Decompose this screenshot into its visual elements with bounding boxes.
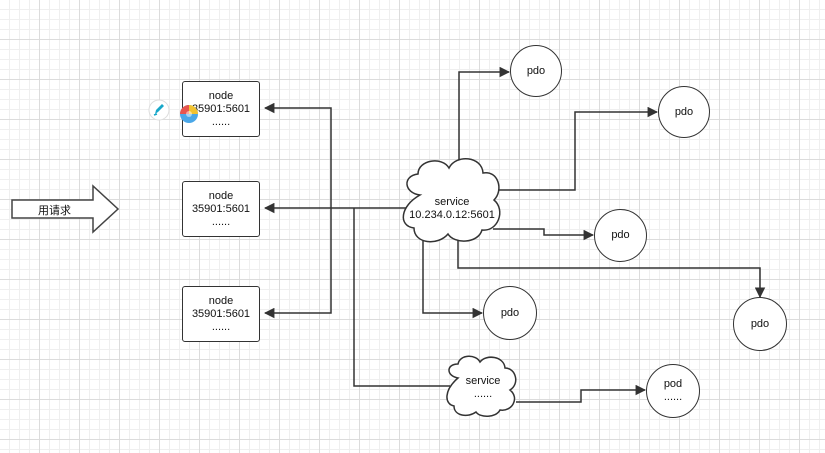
node-box-2[interactable]: node 35901:5601 ...... [182, 181, 260, 237]
main-service-cloud [402, 158, 501, 243]
pod-circle-5[interactable]: pdo [483, 286, 537, 340]
connector-bus-node3 [263, 208, 332, 319]
pod-circle-bottom[interactable]: pod ...... [646, 364, 700, 418]
main-service-address: 10.234.0.12:5601 [409, 209, 495, 221]
connector-service-pod3 [493, 228, 595, 241]
secondary-service-more: ...... [473, 388, 493, 400]
request-arrow-label: 用请求 [38, 205, 71, 217]
node-more: ...... [211, 115, 231, 128]
node-title: node [208, 294, 234, 307]
node-address: 35901:5601 [191, 307, 251, 320]
connector-bus-secondary-service [353, 208, 450, 387]
node-box-3[interactable]: node 35901:5601 ...... [182, 286, 260, 342]
connector-service-pod4 [457, 236, 766, 299]
secondary-service-label[interactable]: service ...... [454, 375, 512, 401]
pod-circle-3[interactable]: pdo [594, 209, 647, 262]
main-service-label[interactable]: service 10.234.0.12:5601 [404, 196, 500, 222]
node-title: node [208, 189, 234, 202]
secondary-service-name: service [465, 375, 501, 387]
pod-circle-2[interactable]: pdo [658, 86, 710, 138]
color-ball-icon[interactable] [178, 103, 200, 125]
connector-service-pod2 [492, 106, 659, 191]
pen-icon[interactable] [148, 99, 170, 121]
pod-label: pdo [674, 105, 694, 118]
connector-service-pod5 [422, 232, 484, 319]
pod-circle-1[interactable]: pdo [510, 45, 562, 97]
pod-label: pdo [611, 229, 630, 241]
connector-bus-node1 [263, 102, 332, 208]
connector-secondary-service-pod [516, 384, 647, 403]
pod-label: pdo [750, 317, 770, 330]
main-service-name: service [434, 196, 470, 208]
request-arrow-shape [11, 184, 120, 234]
pod-label: pdo [526, 64, 546, 77]
pod-label: pod [663, 378, 683, 390]
secondary-service-cloud [446, 355, 517, 417]
node-more: ...... [211, 320, 231, 333]
node-title: node [208, 89, 234, 102]
pod-more: ...... [663, 391, 683, 403]
pod-label: pdo [500, 306, 520, 319]
node-more: ...... [211, 215, 231, 228]
node-address: 35901:5601 [191, 202, 251, 215]
connector-service-pod1 [458, 66, 511, 176]
pod-circle-4[interactable]: pdo [733, 297, 787, 351]
node-address: 35901:5601 [191, 102, 251, 115]
